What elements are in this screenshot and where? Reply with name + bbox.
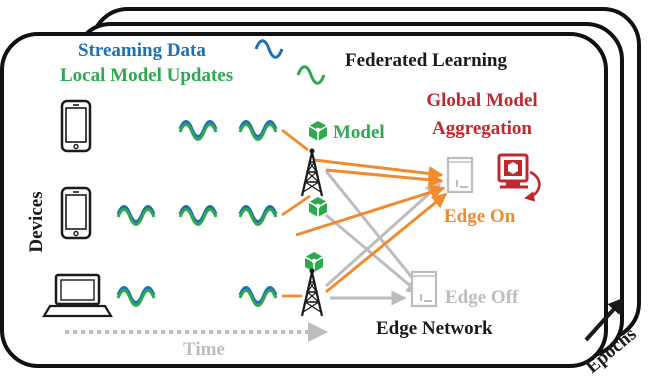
global-model-icon [497,153,541,202]
wave-icon [296,65,326,85]
time-label: Time [183,339,225,360]
global-model-label-line2: Aggregation [432,118,532,139]
epochs-arrow [584,297,625,342]
smartphone-icon [60,186,92,240]
devices-label: Devices [26,191,47,252]
legend-streaming-data: Streaming Data [78,40,206,61]
active-links [281,128,448,298]
title: Federated Learning [345,50,508,71]
edge-off-label: Edge Off [445,287,519,308]
wave-icon [254,39,284,59]
edge-network-label: Edge Network [376,318,493,339]
legend-local-model-updates: Local Model Updates [60,65,233,86]
server-icon [446,156,474,194]
global-model-label-line1: Global Model [426,90,537,111]
model-label: Model [333,122,385,143]
server-icon [410,270,438,308]
smartphone-icon [60,99,92,153]
edge-on-label: Edge On [444,206,516,227]
laptop-icon [42,273,113,318]
